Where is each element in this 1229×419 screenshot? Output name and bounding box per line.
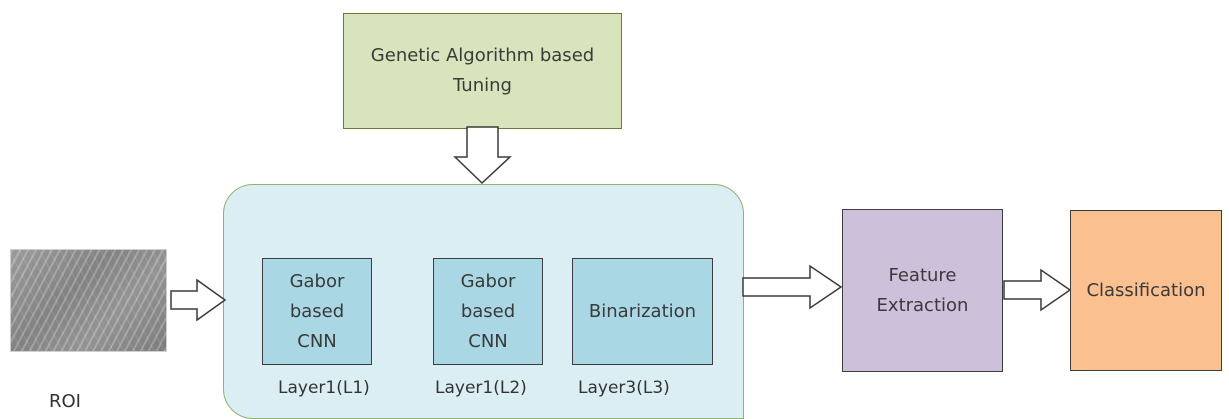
feature-extraction-label: Feature Extraction bbox=[876, 264, 969, 316]
layer2-box: Gabor based CNN bbox=[433, 258, 543, 365]
layer3-box: Binarization bbox=[572, 258, 713, 365]
roi-image bbox=[10, 249, 167, 352]
genetic-algorithm-box: Genetic Algorithm based Tuning bbox=[343, 13, 622, 129]
cnn-to-feature-arrow bbox=[742, 264, 843, 310]
layer3-label: Layer3(L3) bbox=[578, 378, 670, 398]
feature-to-classification-arrow bbox=[1003, 268, 1072, 312]
layer1-box: Gabor based CNN bbox=[262, 258, 372, 365]
feature-extraction-box: Feature Extraction bbox=[842, 209, 1003, 372]
layer1-label: Layer1(L1) bbox=[278, 378, 370, 398]
layer3-text: Binarization bbox=[588, 300, 697, 322]
roi-to-cnn-arrow bbox=[170, 278, 227, 322]
layer2-text: Gabor based CNN bbox=[460, 270, 516, 352]
genetic-algorithm-label: Genetic Algorithm based Tuning bbox=[370, 45, 595, 96]
roi-label: ROI bbox=[49, 391, 81, 412]
down-arrow bbox=[453, 126, 512, 185]
classification-box: Classification bbox=[1070, 210, 1222, 371]
layer2-label: Layer1(L2) bbox=[435, 378, 527, 398]
layer1-text: Gabor based CNN bbox=[289, 270, 345, 352]
classification-label: Classification bbox=[1086, 280, 1206, 301]
